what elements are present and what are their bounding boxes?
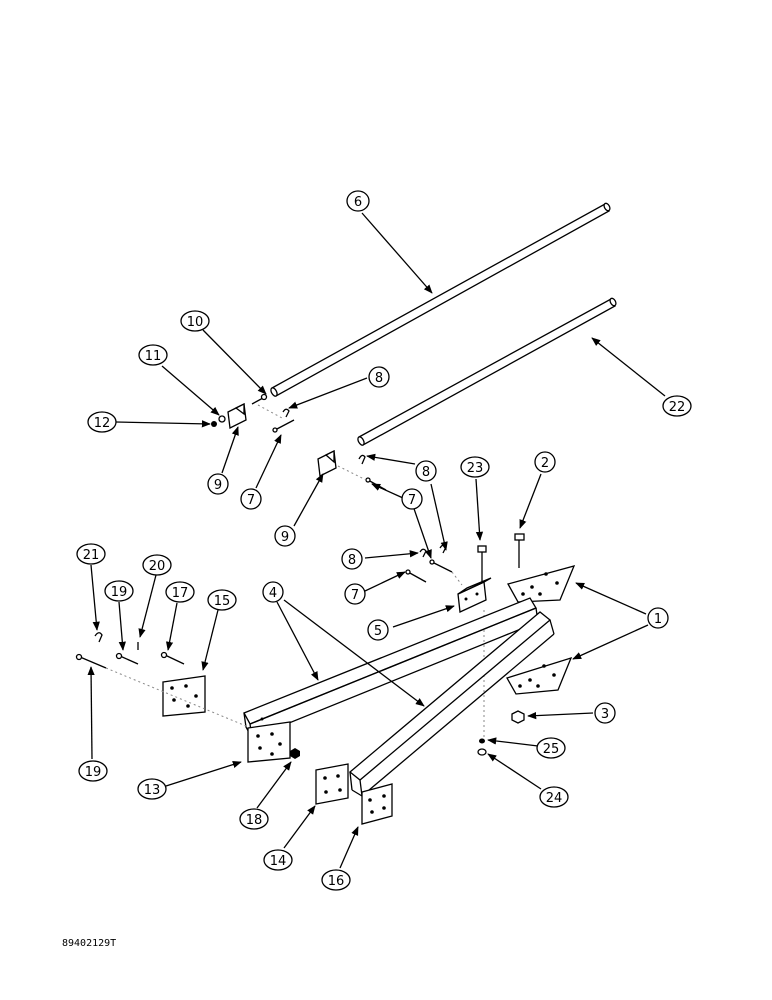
callout-12: 12 xyxy=(87,411,117,433)
part-14-plate xyxy=(315,763,349,805)
callout-7: 7 xyxy=(344,583,366,605)
part-11-washer xyxy=(218,415,226,423)
callout-17: 17 xyxy=(165,581,195,603)
svg-text:21: 21 xyxy=(83,548,100,563)
callout-1: 1 xyxy=(647,607,669,629)
svg-text:3: 3 xyxy=(601,707,609,722)
callout-9: 9 xyxy=(207,473,229,495)
callout-8: 8 xyxy=(368,366,390,388)
svg-text:25: 25 xyxy=(543,742,560,757)
part-5-bracket xyxy=(457,577,492,613)
part-19-pin-middle xyxy=(115,652,139,665)
part-3-nut xyxy=(511,710,525,724)
callout-22: 22 xyxy=(662,395,692,417)
svg-text:24: 24 xyxy=(546,791,563,806)
svg-text:8: 8 xyxy=(375,371,383,386)
callout-24: 24 xyxy=(539,786,569,808)
part-7-pin-upper xyxy=(272,419,295,433)
callout-8: 8 xyxy=(415,460,437,482)
part-15-plate xyxy=(162,675,206,717)
part-10-bolt xyxy=(251,393,268,405)
svg-text:19: 19 xyxy=(85,765,102,780)
svg-text:14: 14 xyxy=(270,854,287,869)
part-9-upper-bracket xyxy=(227,402,247,429)
callout-6: 6 xyxy=(346,190,370,212)
part-23-bolt xyxy=(477,545,487,582)
callout-18: 18 xyxy=(239,808,269,830)
callout-23: 23 xyxy=(460,456,490,478)
svg-text:5: 5 xyxy=(374,624,382,639)
svg-text:19: 19 xyxy=(111,585,128,600)
svg-text:8: 8 xyxy=(422,465,430,480)
svg-text:7: 7 xyxy=(247,493,255,508)
part-12-nut xyxy=(211,421,217,427)
svg-text:12: 12 xyxy=(94,416,111,431)
part-24-nut xyxy=(477,748,487,756)
callout-3: 3 xyxy=(594,702,616,724)
svg-text:7: 7 xyxy=(351,588,359,603)
callout-14: 14 xyxy=(263,849,293,871)
svg-text:9: 9 xyxy=(214,478,222,493)
svg-text:20: 20 xyxy=(149,559,166,574)
callout-20: 20 xyxy=(142,554,172,576)
callout-5: 5 xyxy=(367,619,389,641)
part-6-rod xyxy=(270,202,611,397)
part-7-pins-lower xyxy=(405,559,453,583)
svg-text:18: 18 xyxy=(246,813,263,828)
callout-7: 7 xyxy=(401,488,423,510)
svg-text:11: 11 xyxy=(145,349,162,364)
svg-text:16: 16 xyxy=(328,874,345,889)
leader-lines xyxy=(87,212,666,869)
callout-4: 4 xyxy=(262,581,284,603)
part-17-bolt xyxy=(160,651,185,665)
svg-text:22: 22 xyxy=(669,400,686,415)
callout-9: 9 xyxy=(274,525,296,547)
svg-text:1: 1 xyxy=(654,612,662,627)
part-1-plate-lower xyxy=(506,656,573,695)
part-13-plate xyxy=(247,721,291,763)
callout-11: 11 xyxy=(138,344,168,366)
callout-25: 25 xyxy=(536,737,566,759)
svg-text:10: 10 xyxy=(187,315,204,330)
callout-8: 8 xyxy=(341,548,363,570)
svg-text:6: 6 xyxy=(354,195,362,210)
svg-text:23: 23 xyxy=(467,461,484,476)
callout-10: 10 xyxy=(180,310,210,332)
svg-text:8: 8 xyxy=(348,553,356,568)
callout-13: 13 xyxy=(137,778,167,800)
callout-19: 19 xyxy=(104,580,134,602)
part-8-clips-lower xyxy=(419,544,447,558)
figure-code: 89402129T xyxy=(62,938,116,949)
part-1-plate-upper xyxy=(507,565,576,603)
callout-16: 16 xyxy=(321,869,351,891)
part-21-clip xyxy=(94,632,103,643)
callout-15: 15 xyxy=(207,589,237,611)
part-18-nut xyxy=(290,748,300,759)
part-8-clip-middle xyxy=(358,454,366,465)
callout-19: 19 xyxy=(78,760,108,782)
part-8-clip-upper xyxy=(282,408,290,418)
svg-text:17: 17 xyxy=(172,586,189,601)
part-9-middle-bracket xyxy=(317,449,337,477)
part-2-bolt xyxy=(514,533,525,568)
svg-text:9: 9 xyxy=(281,530,289,545)
svg-text:15: 15 xyxy=(214,594,231,609)
part-16-plate xyxy=(361,783,393,825)
part-7-pin-middle xyxy=(365,477,387,491)
svg-text:2: 2 xyxy=(541,456,549,471)
part-19-pin-left xyxy=(75,653,107,669)
callout-7: 7 xyxy=(240,488,262,510)
svg-text:7: 7 xyxy=(408,493,416,508)
part-4-frame-tube-diagonal xyxy=(348,611,555,797)
callout-21: 21 xyxy=(76,543,106,565)
part-22-rod xyxy=(357,297,617,446)
svg-text:4: 4 xyxy=(269,586,277,601)
callout-2: 2 xyxy=(534,451,556,473)
svg-text:13: 13 xyxy=(144,783,161,798)
part-25-washer xyxy=(479,738,485,744)
